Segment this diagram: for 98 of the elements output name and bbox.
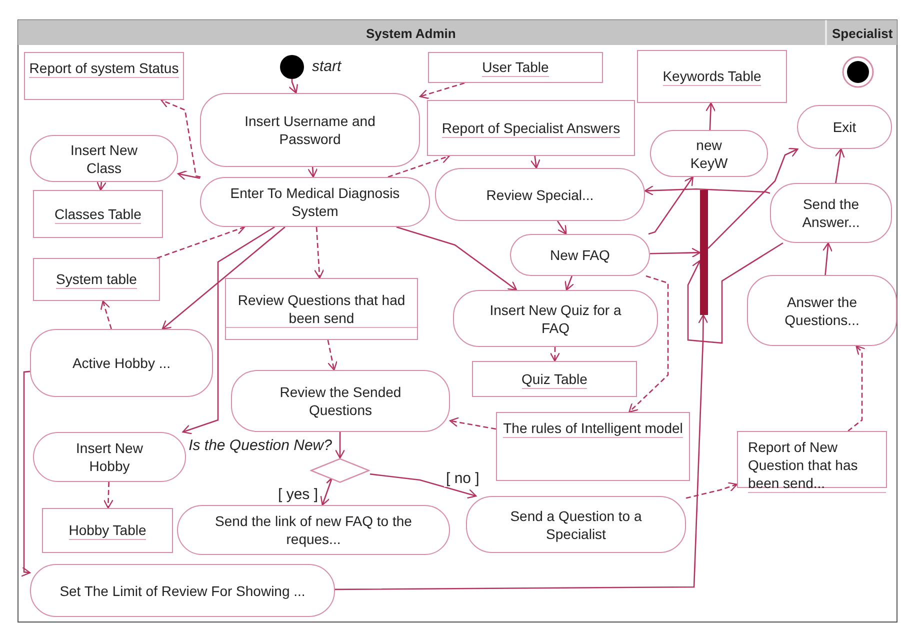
guard-label: [ no ] xyxy=(444,470,482,487)
activity-box xyxy=(650,130,768,177)
arrow xyxy=(96,180,107,191)
activity-box xyxy=(453,290,658,347)
start-node xyxy=(280,55,304,79)
node-label: Send a Question to a Specialist xyxy=(509,506,643,542)
dashed-arrow xyxy=(686,482,738,499)
node-label: Keywords Table xyxy=(662,67,762,86)
data-box xyxy=(225,278,418,340)
data-box xyxy=(637,50,787,103)
dashed-arrow xyxy=(848,345,866,432)
node-label: Review Special... xyxy=(486,186,594,204)
activity-box xyxy=(435,168,645,221)
node-label: Classes Table xyxy=(54,204,142,224)
node-label: Insert Username and Password xyxy=(244,112,376,148)
decision-diamond xyxy=(310,458,370,483)
node-label: Report of system Status xyxy=(29,59,179,78)
node-label: Answer the Questions... xyxy=(784,292,860,328)
lane-header: Specialist xyxy=(832,26,893,41)
dashed-arrow xyxy=(160,98,201,178)
data-box xyxy=(427,100,635,156)
activity-box xyxy=(747,275,897,346)
dashed-arrow xyxy=(419,82,465,100)
node-label: Insert New Class xyxy=(70,140,138,176)
node-label: New FAQ xyxy=(550,246,610,264)
arrow xyxy=(335,314,708,590)
activity-box xyxy=(770,183,892,243)
dashed-arrow xyxy=(550,346,560,362)
node-label: Report of Specialist Answers xyxy=(442,118,620,138)
dashed-arrow xyxy=(314,226,324,279)
dashed-arrow xyxy=(449,417,496,430)
node-label: Send the Answer... xyxy=(801,195,861,231)
dashed-arrow xyxy=(388,154,450,178)
data-box xyxy=(428,52,603,83)
arrow xyxy=(650,248,701,258)
arrow xyxy=(648,176,694,235)
data-box xyxy=(33,190,163,238)
node-label: System table xyxy=(56,270,137,289)
arrow xyxy=(334,432,346,459)
arrow xyxy=(182,226,275,434)
node-label: User Table xyxy=(482,58,549,77)
arrow xyxy=(396,226,518,291)
data-box xyxy=(496,412,690,481)
data-box xyxy=(33,258,160,301)
node-label: The rules of Intelligent model xyxy=(503,419,683,438)
sync-bar xyxy=(700,190,708,315)
node-label: Insert New Quiz for a FAQ xyxy=(488,300,622,336)
node-label: Review Questions that had been send xyxy=(226,290,417,328)
node-label: Review the Sended Questions xyxy=(278,383,402,419)
data-box xyxy=(24,52,184,100)
arrow xyxy=(530,156,540,169)
data-box xyxy=(472,361,637,397)
arrow xyxy=(370,473,477,499)
arrow xyxy=(288,79,298,94)
arrow xyxy=(177,170,200,180)
arrow xyxy=(644,185,770,196)
node-label: Quiz Table xyxy=(522,370,588,388)
arrow xyxy=(564,276,574,291)
activity-box xyxy=(30,135,178,182)
node-label: Set The Limit of Review For Showing ... xyxy=(60,582,306,600)
arrow xyxy=(162,226,286,330)
arrow xyxy=(834,148,845,184)
arrow xyxy=(822,242,833,276)
end-node xyxy=(842,56,874,88)
arrow xyxy=(687,242,784,344)
dashed-arrow xyxy=(327,340,338,371)
activity-box xyxy=(33,432,186,482)
data-box xyxy=(42,508,173,553)
arrow xyxy=(320,477,333,506)
node-label: Active Hobby ... xyxy=(72,354,171,372)
activity-box xyxy=(797,105,892,149)
node-label: Enter To Medical Diagnosis System xyxy=(229,184,401,220)
activity-box xyxy=(200,177,430,227)
activity-box xyxy=(510,234,650,276)
arrow xyxy=(308,166,318,178)
dashed-arrow xyxy=(100,300,112,330)
activity-box xyxy=(177,505,450,555)
condition-label: Is the Question New? xyxy=(188,437,332,454)
activity-box xyxy=(466,496,686,553)
start-label: start xyxy=(312,58,342,75)
arrow xyxy=(706,102,716,130)
dashed-arrow xyxy=(156,224,246,259)
lane-header: System Admin xyxy=(366,26,456,41)
arrow xyxy=(20,370,31,577)
activity-box xyxy=(30,564,335,617)
arrow xyxy=(556,220,567,235)
dashed-arrow xyxy=(628,275,669,413)
node-label: Insert New Hobby xyxy=(75,439,144,475)
node-label: Send the link of new FAQ to the reques... xyxy=(214,512,413,548)
node-label: Exit xyxy=(832,118,856,136)
node-label: new KeyW xyxy=(689,136,729,172)
activity-box xyxy=(30,329,213,397)
dashed-arrow xyxy=(103,482,114,509)
node-label: Hobby Table xyxy=(68,521,146,540)
activity-box xyxy=(231,370,450,432)
node-label: Report of New Question that has been send... xyxy=(748,438,886,493)
activity-box xyxy=(200,93,420,167)
arrow xyxy=(708,148,798,249)
